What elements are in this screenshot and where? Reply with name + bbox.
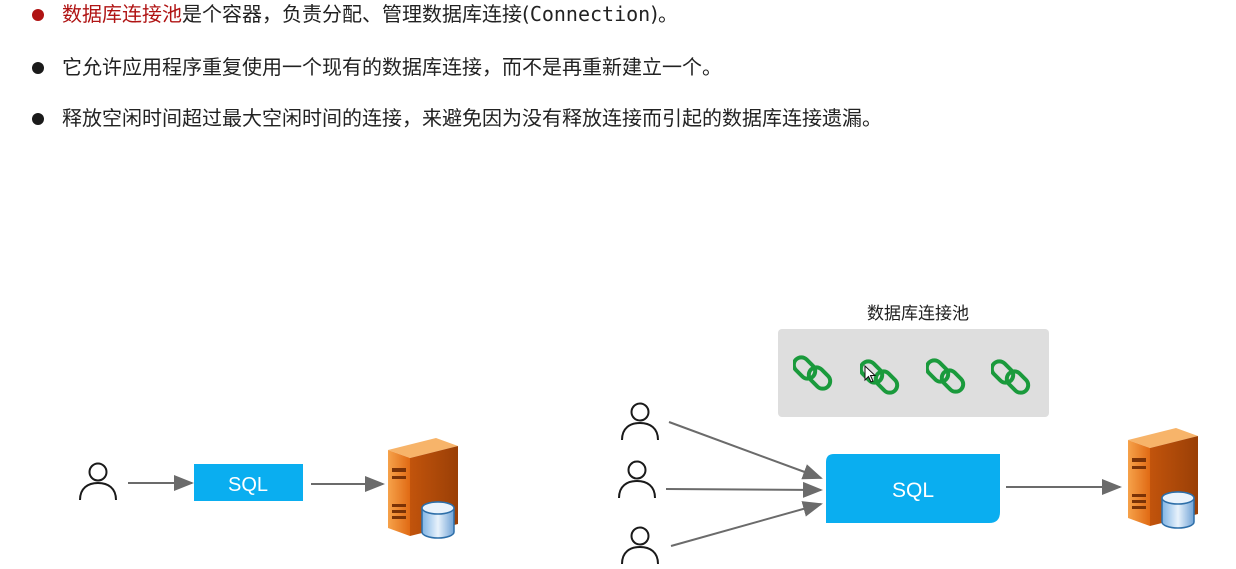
server-database-icon: [387, 437, 459, 539]
bullet-text-part: )。: [650, 2, 679, 26]
connection-pool-box: [778, 329, 1049, 417]
sql-label: SQL: [892, 479, 934, 502]
server-database-icon: [1127, 427, 1199, 529]
bullet-text-2: 它允许应用程序重复使用一个现有的数据库连接，而不是再重新建立一个。: [62, 55, 722, 79]
bullet-text-part: 是个容器，负责分配、管理数据库连接(: [182, 2, 530, 26]
highlight-term: 数据库连接池: [62, 2, 182, 26]
user-icon: [618, 460, 656, 499]
user-icon: [621, 526, 659, 565]
arrow-icon: [665, 481, 823, 498]
bullet-dot: [32, 113, 44, 125]
bullet-text-3: 释放空闲时间超过最大空闲时间的连接，来避免因为没有释放连接而引起的数据库连接遗漏…: [62, 106, 882, 130]
pool-label: 数据库连接池: [867, 304, 969, 324]
sql-box: [194, 464, 303, 501]
arrow-icon: [668, 421, 823, 480]
mouse-cursor-icon: [864, 364, 877, 383]
user-icon: [79, 462, 117, 501]
bullet-dot: [32, 9, 44, 21]
bullet-text-1: 数据库连接池是个容器，负责分配、管理数据库连接(Connection)。: [62, 0, 678, 28]
user-icon: [621, 402, 659, 441]
sql-label: SQL: [228, 474, 268, 496]
code-term: Connection: [529, 2, 651, 26]
sql-box: [826, 454, 1000, 523]
bullet-dot: [32, 62, 44, 74]
arrow-icon: [670, 501, 823, 547]
